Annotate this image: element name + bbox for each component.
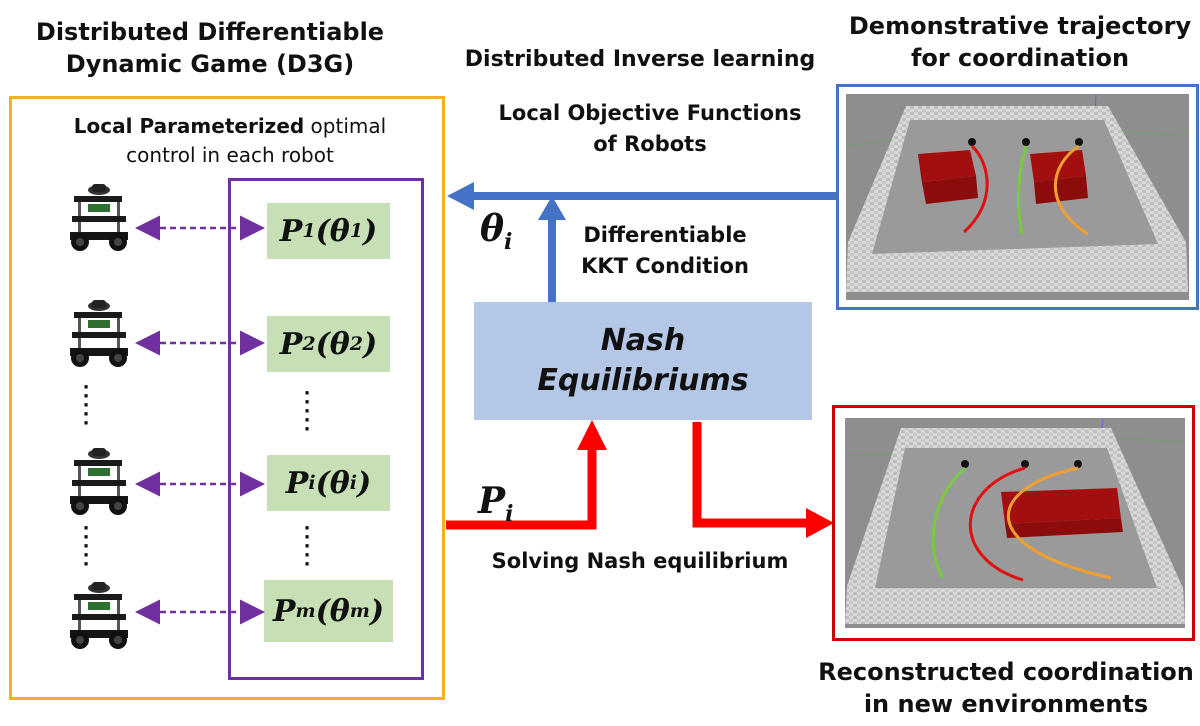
solving-label: Solving Nash equilibrium <box>491 549 789 573</box>
red-arrow-to-recon-head <box>806 508 834 538</box>
local-caption-bold: Local Parameterized <box>73 114 305 138</box>
demo-frame <box>836 84 1199 310</box>
recon-frame <box>832 405 1195 641</box>
local-caption-line2: control in each robot <box>126 143 334 167</box>
vertical-ellipsis-robots-2: ····· <box>82 518 90 575</box>
local-caption: Local Parameterized optimal control in e… <box>40 112 420 170</box>
nash-equilibriums-box: Nash Equilibriums <box>474 302 812 420</box>
theta-i-label: θi <box>480 208 512 255</box>
player-1-theta-sub: 1 <box>349 220 364 242</box>
player-m-theta: θ <box>329 593 350 629</box>
vertical-ellipsis-players-2: ····· <box>303 518 311 575</box>
sim-scene-reconstructed <box>845 418 1185 628</box>
recon-title-line2: in new environments <box>863 690 1149 718</box>
player-1-theta: θ <box>329 213 350 249</box>
objective-label-line2: of Robots <box>593 132 707 156</box>
player-2-base: P <box>279 326 303 362</box>
demo-title-line1: Demonstrative trajectory <box>848 12 1192 40</box>
p-i-sub: i <box>505 501 514 528</box>
theta-i-base: θ <box>480 208 505 250</box>
red-arrow-to-recon <box>692 422 808 528</box>
demo-title: Demonstrative trajectory for coordinatio… <box>840 10 1200 74</box>
players-frame <box>228 178 424 680</box>
robot-icon <box>70 300 128 367</box>
nash-label-line1: Nash <box>600 323 686 358</box>
robot-icon <box>70 448 128 515</box>
objective-label: Local Objective Functions of Robots <box>470 98 830 160</box>
demo-title-line2: for coordination <box>910 44 1130 72</box>
blue-arrow-vertical-head <box>538 196 566 220</box>
vertical-ellipsis-robots-1: ····· <box>82 377 90 434</box>
red-arrow-to-nash <box>446 448 597 530</box>
player-m-base: P <box>272 593 296 629</box>
robot-icon <box>70 582 128 649</box>
nash-label-line2: Equilibriums <box>537 363 749 398</box>
player-2-theta: θ <box>329 326 350 362</box>
theta-i-sub: i <box>504 229 513 256</box>
recon-title-line1: Reconstructed coordination <box>818 658 1194 686</box>
blue-arrow-horizontal-head <box>447 182 474 210</box>
player-2-sub: 2 <box>302 333 316 355</box>
player-i-sub: i <box>308 472 316 494</box>
player-i-base: P <box>285 465 309 501</box>
player-2-theta-sub: 2 <box>349 333 364 355</box>
kkt-label-line2: KKT Condition <box>581 254 749 278</box>
kkt-label-line1: Differentiable <box>583 223 747 247</box>
player-1-sub: 1 <box>302 220 316 242</box>
player-i-theta: θ <box>329 465 350 501</box>
player-i-theta-sub: i <box>349 472 357 494</box>
player-1-base: P <box>279 213 303 249</box>
left-title-line1: Distributed Differentiable <box>35 18 385 46</box>
vertical-ellipsis-players-1: ····· <box>303 383 311 440</box>
d3g-frame <box>9 96 445 700</box>
red-arrow-to-nash-head <box>577 420 607 450</box>
p-i-base: P <box>478 480 506 522</box>
player-m-sub: m <box>295 600 316 622</box>
inverse-learning-title: Distributed Inverse learning <box>464 47 816 72</box>
local-caption-rest: optimal <box>304 114 387 138</box>
robot-icon <box>70 184 128 251</box>
objective-label-line1: Local Objective Functions <box>498 101 802 125</box>
recon-title: Reconstructed coordination in new enviro… <box>812 656 1200 720</box>
kkt-label: Differentiable KKT Condition <box>570 220 760 282</box>
player-m-theta-sub: m <box>349 600 370 622</box>
left-title: Distributed Differentiable Dynamic Game … <box>20 16 400 80</box>
left-title-line2: Dynamic Game (D3G) <box>65 50 355 78</box>
sim-scene-demo <box>846 94 1189 300</box>
p-i-label: Pi <box>478 480 513 527</box>
